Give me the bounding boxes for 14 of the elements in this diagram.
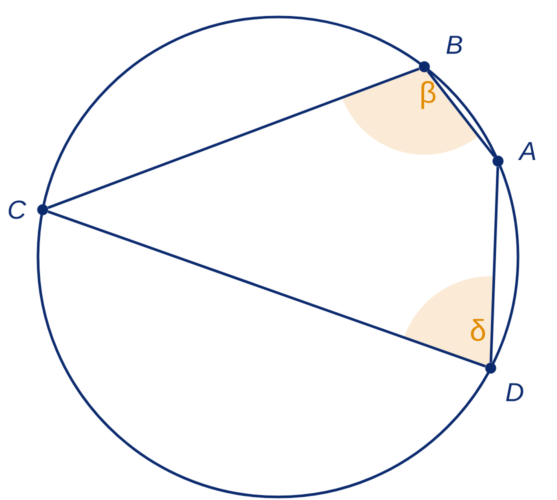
point [485, 362, 496, 374]
line-segment [48, 68, 420, 209]
angle-label: β [421, 81, 436, 109]
line-segment [426, 70, 496, 158]
line-segment [490, 166, 500, 363]
point-label: A [518, 142, 536, 160]
point-label: B [446, 36, 462, 54]
point [492, 156, 504, 167]
point [418, 61, 430, 72]
line-segment [48, 210, 486, 368]
point [37, 204, 48, 216]
point-label: C [8, 200, 26, 219]
angle-label: δ [470, 318, 486, 341]
point-label: D [506, 383, 524, 402]
